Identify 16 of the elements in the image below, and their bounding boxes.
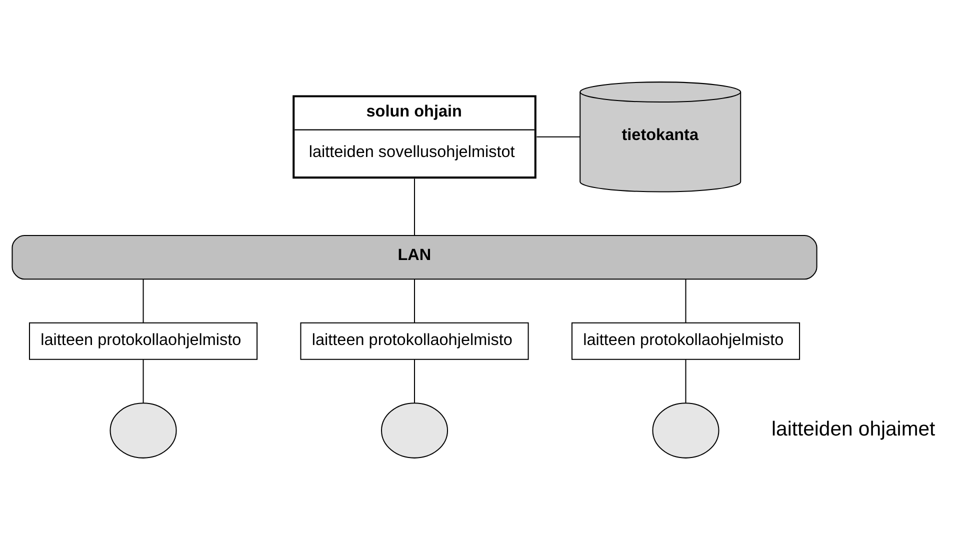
connector [685, 279, 686, 323]
connector [414, 360, 416, 403]
node-circle [110, 402, 177, 458]
node-box: laitteen protokollaohjelmisto [300, 322, 529, 360]
label: laitteiden ohjaimet [772, 418, 936, 441]
node-box: laitteen protokollaohjelmisto [28, 322, 258, 360]
connector [142, 360, 144, 403]
connector [142, 279, 144, 323]
connector [536, 136, 580, 138]
node-box: laitteen protokollaohjelmisto [571, 322, 800, 360]
connector [414, 279, 416, 323]
node-circle [380, 402, 448, 458]
connector [414, 178, 416, 236]
node-box: LAN [12, 234, 818, 280]
node-circle [652, 402, 720, 458]
connector [685, 360, 686, 403]
